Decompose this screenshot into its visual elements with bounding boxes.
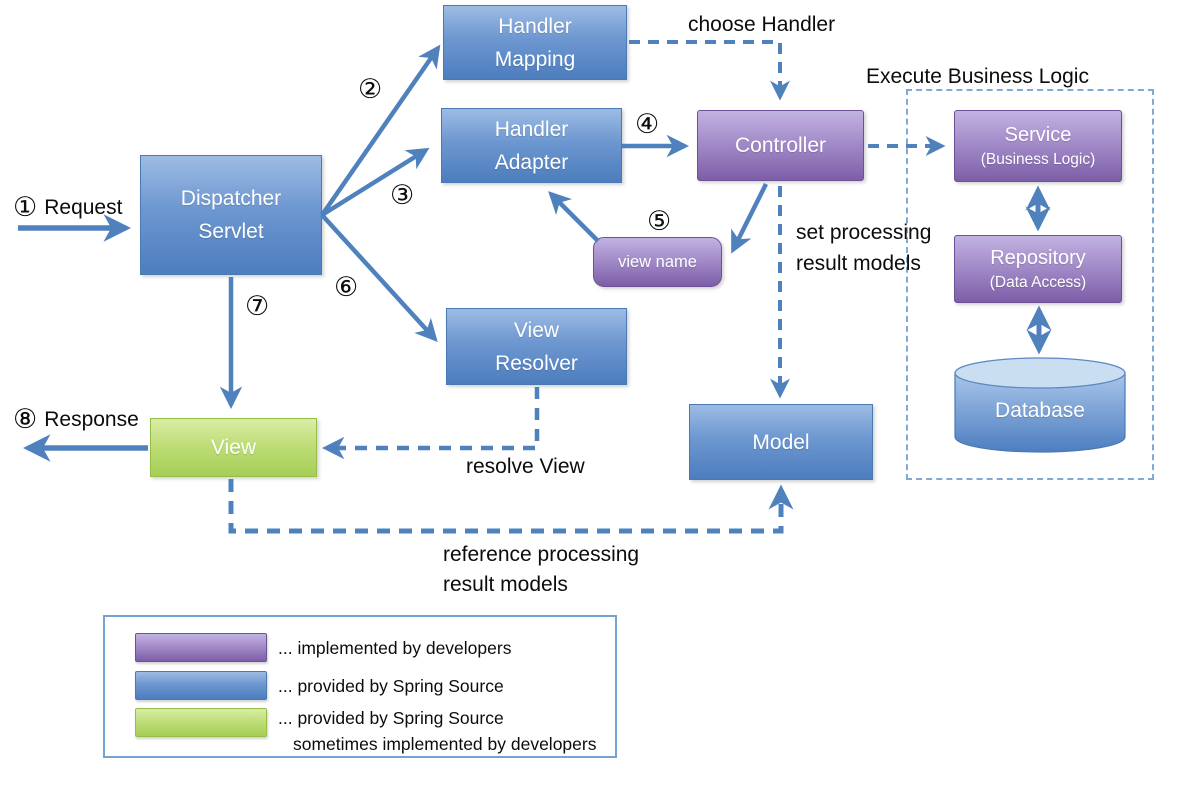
legend-swatch-green: [135, 708, 267, 737]
reference-line1: reference processing: [443, 543, 640, 566]
legend-green-line2: sometimes implemented by developers: [293, 734, 597, 754]
resolve-view-label: resolve View: [466, 455, 585, 478]
view-resolver-label-line1: View: [513, 318, 560, 342]
arrow-controller-to-view-name: [730, 182, 769, 254]
response-label: Response: [44, 407, 139, 431]
dispatcher-servlet-node: Dispatcher Servlet: [140, 155, 322, 275]
view-resolver-node: View Resolver: [446, 308, 627, 385]
execute-business-logic-label: Execute Business Logic: [866, 65, 1089, 88]
step6-number: ⑥: [334, 272, 359, 303]
view-label: View: [210, 436, 257, 459]
legend: ... implemented by developers ... provid…: [103, 615, 617, 758]
step8-number: ⑧: [13, 404, 38, 435]
choose-handler-label: choose Handler: [688, 13, 836, 36]
legend-green-line1: ... provided by Spring Source: [278, 708, 504, 728]
legend-text-spring: ... provided by Spring Source: [278, 676, 504, 696]
handler-mapping-label-line2: Mapping: [494, 47, 576, 71]
step7-number: ⑦: [245, 291, 270, 322]
service-node: Service (Business Logic): [954, 110, 1122, 182]
handler-mapping-label-line1: Handler: [498, 14, 572, 38]
request-annotation: ① Request: [13, 192, 122, 223]
view-name-node: view name: [593, 237, 722, 287]
step3-number: ③: [390, 180, 415, 211]
arrow-choose-handler: [629, 40, 790, 101]
arrow-view-name-to-handler-adapter: [548, 191, 600, 243]
arrow-view-to-model-reference: [228, 479, 794, 534]
handler-adapter-label-line2: Adapter: [494, 150, 569, 174]
database-cylinder: [954, 357, 1126, 453]
dispatcher-servlet-label-line1: Dispatcher: [180, 187, 282, 210]
set-processing-line1: set processing: [796, 221, 932, 244]
reference-line2: result models: [443, 573, 568, 596]
repository-label: Repository: [990, 246, 1086, 269]
dispatcher-servlet-label-line2: Servlet: [198, 220, 264, 243]
step2-number: ②: [358, 74, 383, 105]
reference-processing-label: reference processing result models: [443, 540, 639, 600]
model-node: Model: [689, 404, 873, 480]
controller-label: Controller: [734, 134, 827, 157]
handler-adapter-node: Handler Adapter: [441, 108, 622, 183]
view-node: View: [150, 418, 317, 477]
service-label: Service: [1004, 123, 1072, 146]
response-annotation: ⑧ Response: [13, 404, 139, 435]
step5-number: ⑤: [647, 206, 672, 237]
view-resolver-label-line2: Resolver: [495, 351, 578, 375]
handler-mapping-node: Handler Mapping: [443, 5, 627, 80]
step1-number: ①: [13, 192, 38, 223]
model-label: Model: [752, 430, 810, 454]
set-processing-label: set processing result models: [796, 217, 931, 279]
legend-swatch-blue: [135, 671, 267, 700]
arrow-view-resolver-to-view: [321, 387, 540, 460]
execute-business-logic-enclosure: [906, 89, 1154, 480]
repository-sublabel: (Data Access): [989, 273, 1087, 291]
database-node: Database: [955, 390, 1125, 430]
legend-text-spring-sometimes: ... provided by Spring Source sometimes …: [278, 705, 596, 757]
set-processing-line2: result models: [796, 252, 921, 275]
controller-node: Controller: [697, 110, 864, 181]
database-label: Database: [995, 398, 1085, 422]
legend-swatch-purple: [135, 633, 267, 662]
legend-text-developers: ... implemented by developers: [278, 638, 512, 658]
service-sublabel: (Business Logic): [980, 150, 1096, 168]
repository-node: Repository (Data Access): [954, 235, 1122, 303]
request-label: Request: [44, 195, 123, 219]
view-name-label: view name: [618, 252, 697, 271]
handler-adapter-label-line1: Handler: [494, 117, 569, 141]
step4-number: ④: [635, 109, 660, 140]
